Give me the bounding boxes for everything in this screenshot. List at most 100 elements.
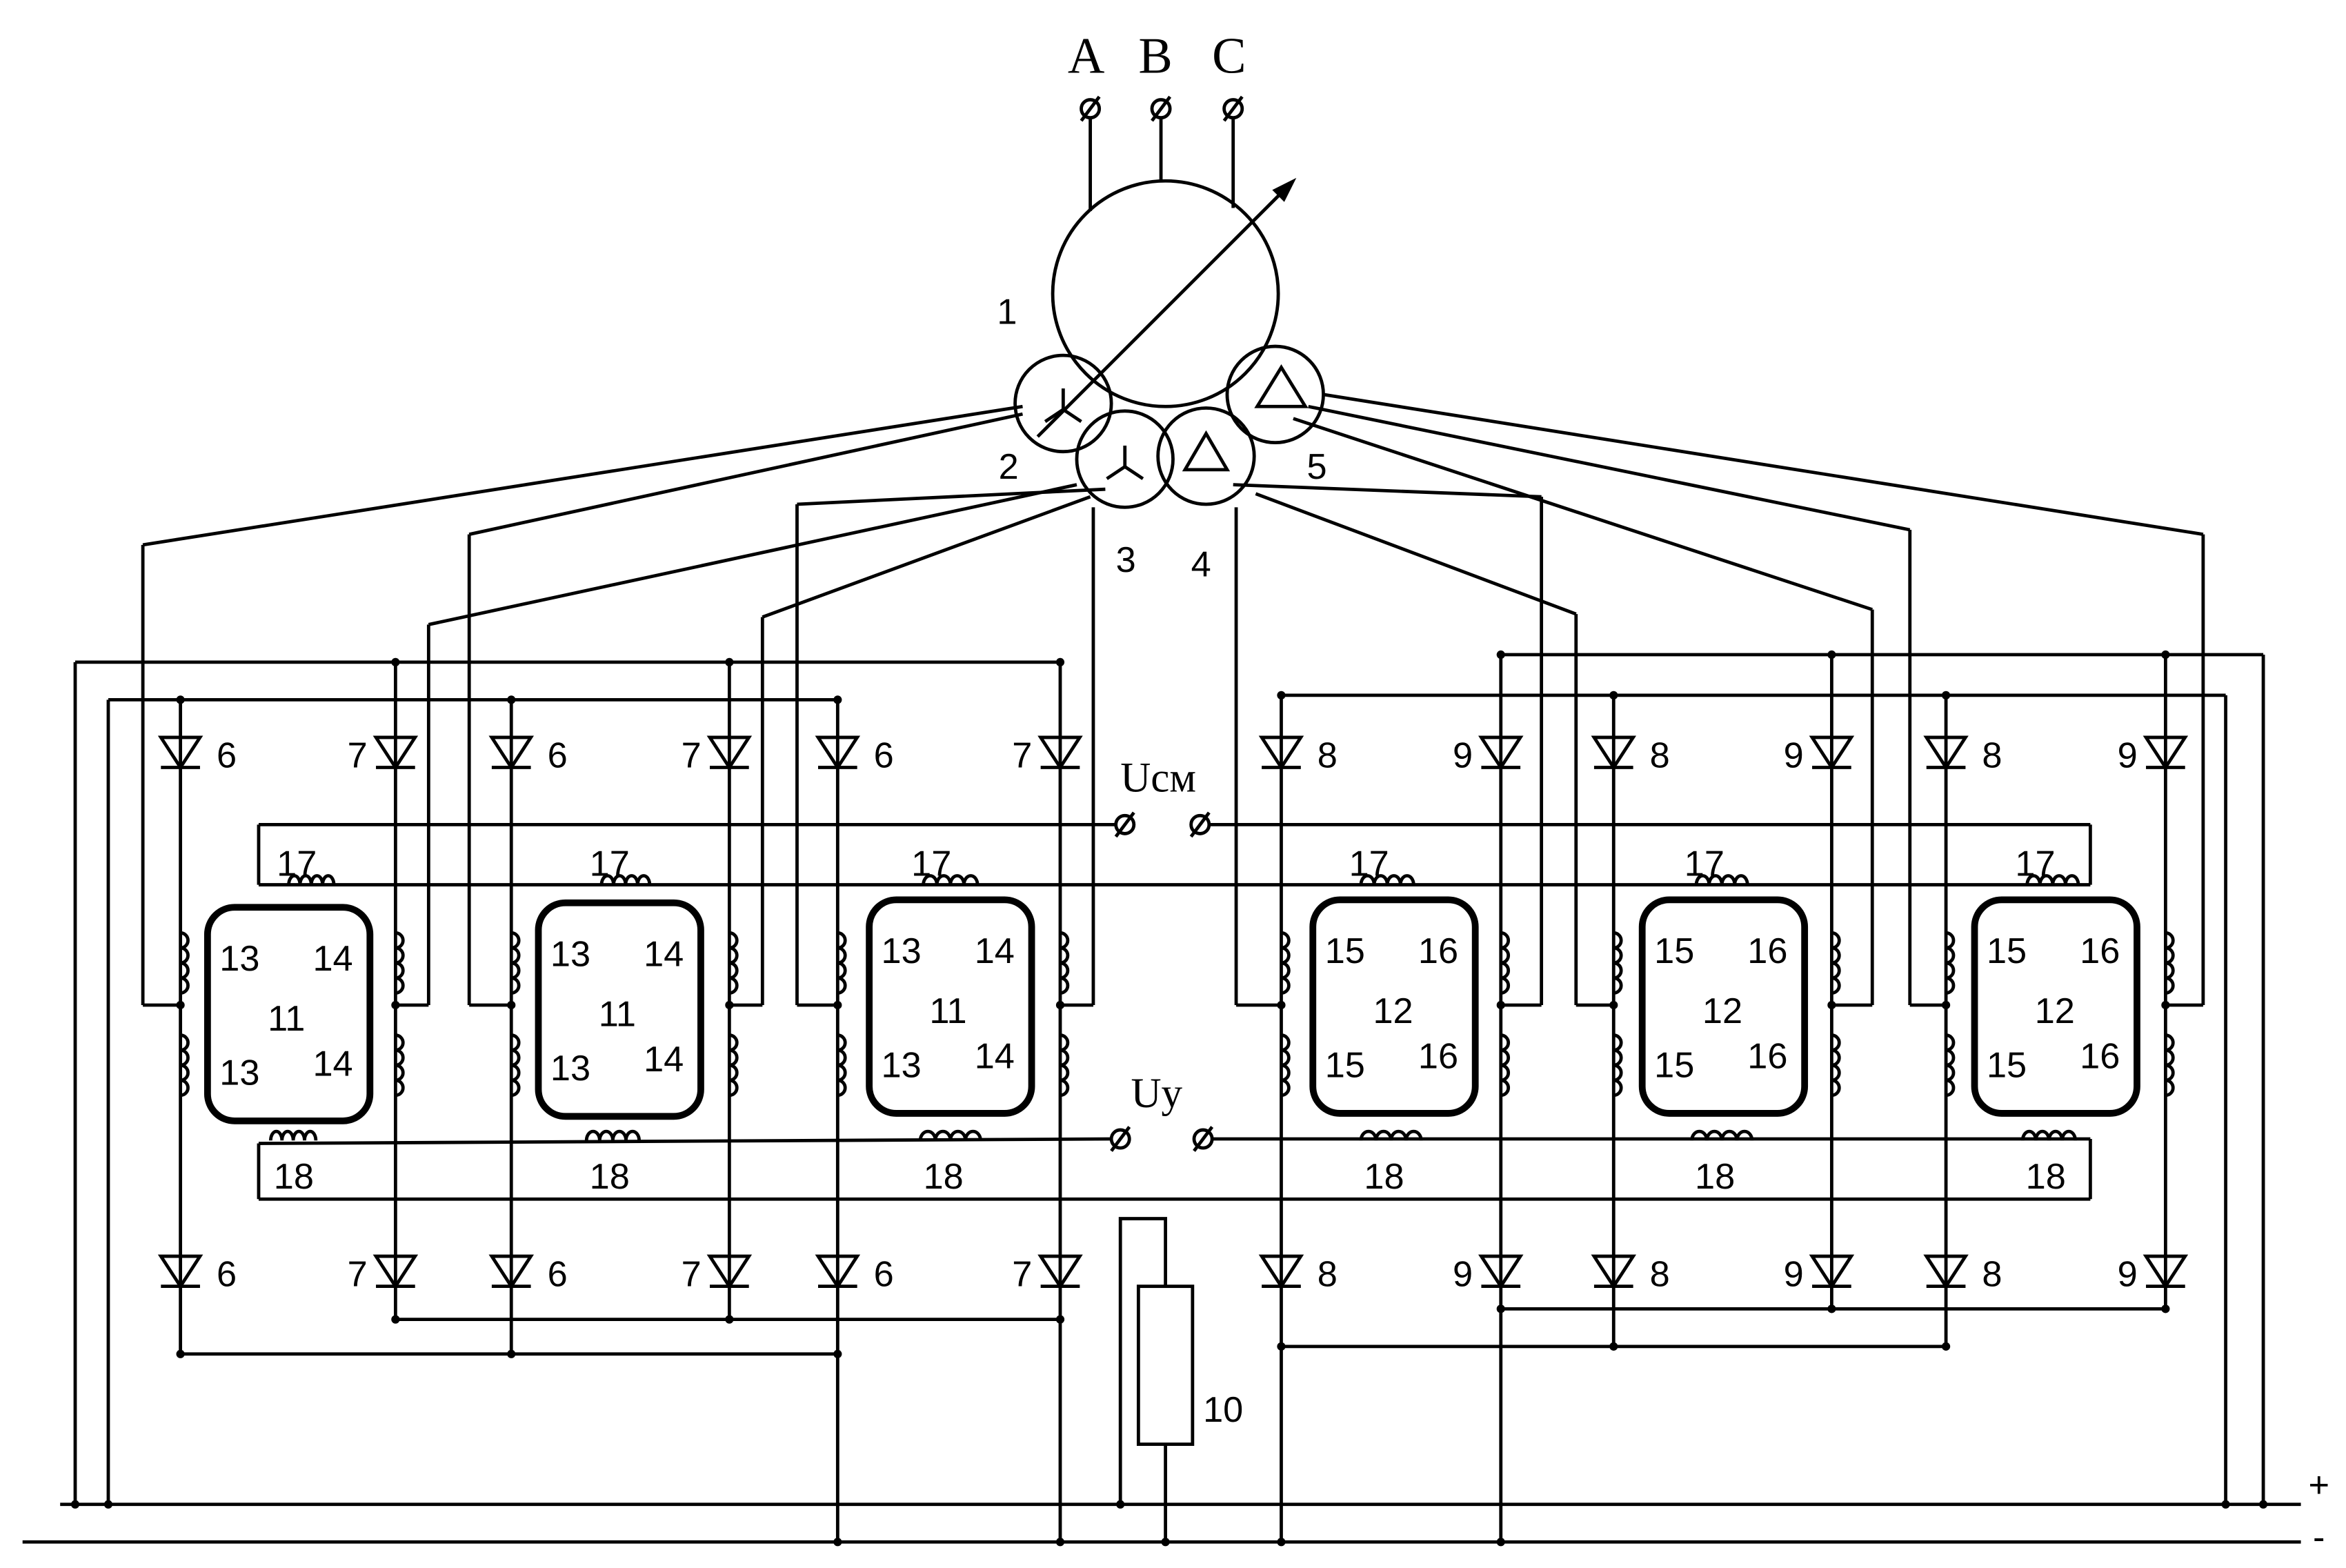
junction-dot [507,1001,515,1009]
transformer-primary-circle [1053,181,1278,406]
terminal-c-label: C [1212,28,1246,84]
core-label: 16 [1418,931,1458,971]
diode-bottom-label: 9 [1784,1255,1804,1295]
junction-dot [725,1001,733,1009]
coil-17-label: 17 [590,844,630,884]
core-label: 15 [1987,1046,2027,1086]
junction-dot [104,1500,112,1509]
coil-18-label: 18 [274,1157,314,1197]
junction-dot [833,1001,842,1009]
plus-bus-label: + [2308,1465,2329,1505]
core-label: 15 [1987,931,2027,971]
winding-lead [469,414,1022,534]
coil-17-label: 17 [1349,844,1389,884]
winding-lead [1255,494,1575,614]
coil-17-label: 17 [277,844,317,884]
junction-dot [1056,1538,1064,1546]
junction-dot [177,695,185,704]
junction-dot [2221,1500,2229,1509]
junction-dot [725,1316,733,1324]
core-number: 12 [1702,991,1742,1031]
diode-top-label: 6 [874,736,894,776]
winding-5-circle [1227,346,1324,443]
coil-18-label: 18 [1695,1157,1735,1197]
core-label: 16 [1418,1037,1458,1077]
core-label: 15 [1654,1046,1694,1086]
junction-dot [833,1350,842,1358]
coil-18-label: 18 [2026,1157,2066,1197]
core-label: 14 [644,1040,684,1080]
core-label: 13 [550,1049,590,1089]
junction-dot [1827,1001,1836,1009]
coil-18-label: 18 [924,1157,964,1197]
diode-top-label: 7 [682,736,702,776]
junction-dot [833,695,842,704]
junction-dot [1277,1001,1285,1009]
junction-dot [1497,1538,1505,1546]
core-label: 15 [1325,931,1365,971]
regulation-arrow [1037,184,1290,437]
core-label: 16 [2080,931,2120,971]
delta-icon [1258,368,1306,407]
star-icon [1107,466,1125,478]
core-number: 11 [268,999,305,1039]
junction-dot [1497,1001,1505,1009]
control-voltage-label: Uy [1131,1071,1182,1117]
junction-dot [1942,691,1950,699]
diode-bottom-label: 6 [874,1255,894,1295]
core-label: 14 [312,1044,352,1084]
resistor-label: 10 [1203,1390,1243,1430]
junction-dot [1056,658,1064,666]
transformer-label: 1 [997,292,1017,332]
junction-dot [1827,651,1836,659]
core-label: 13 [219,939,259,979]
diode-top-label: 6 [217,736,237,776]
core-number: 11 [599,995,636,1035]
winding-lead [762,497,1090,617]
diode-bottom-label: 7 [1012,1255,1032,1295]
junction-dot [1609,1342,1618,1351]
core-label: 14 [312,939,352,979]
diode-top-label: 9 [2118,736,2138,776]
winding-2-label: 2 [999,447,1019,487]
core-label: 13 [882,931,922,971]
winding-lead [1309,406,1910,530]
junction-dot [1942,1001,1950,1009]
junction-dot [391,1316,399,1324]
core-label: 15 [1325,1046,1365,1086]
winding-4-label: 4 [1191,545,1211,585]
diode-bottom-label: 9 [1453,1255,1473,1295]
core-label: 14 [644,934,684,974]
wire [259,1139,1111,1144]
junction-dot [71,1500,79,1509]
core-label: 14 [975,931,1015,971]
junction-dot [1056,1316,1064,1324]
junction-dot [2161,1001,2169,1009]
star-icon [1125,466,1143,478]
junction-dot [507,1350,515,1358]
core-label: 13 [219,1053,259,1093]
resistor-10 [1138,1287,1192,1445]
winding-lead [797,489,1105,504]
winding-lead [1324,395,2203,535]
bias-voltage-label: Uсм [1120,755,1196,801]
core-label: 13 [882,1046,922,1086]
core-label: 16 [1747,931,1787,971]
core-label: 13 [550,934,590,974]
diode-top-label: 7 [1012,736,1032,776]
diode-top-label: 8 [1982,736,2002,776]
diode-bottom-label: 6 [548,1255,568,1295]
core-number: 11 [929,991,966,1031]
junction-dot [1277,1538,1285,1546]
diode-top-label: 7 [348,736,368,776]
diode-bottom-label: 6 [217,1255,237,1295]
core-number: 12 [2035,991,2075,1031]
junction-dot [1497,1304,1505,1313]
diode-top-label: 9 [1784,736,1804,776]
junction-dot [391,1001,399,1009]
junction-dot [1161,1538,1169,1546]
coil-17-label: 17 [1684,844,1724,884]
junction-dot [1609,691,1618,699]
